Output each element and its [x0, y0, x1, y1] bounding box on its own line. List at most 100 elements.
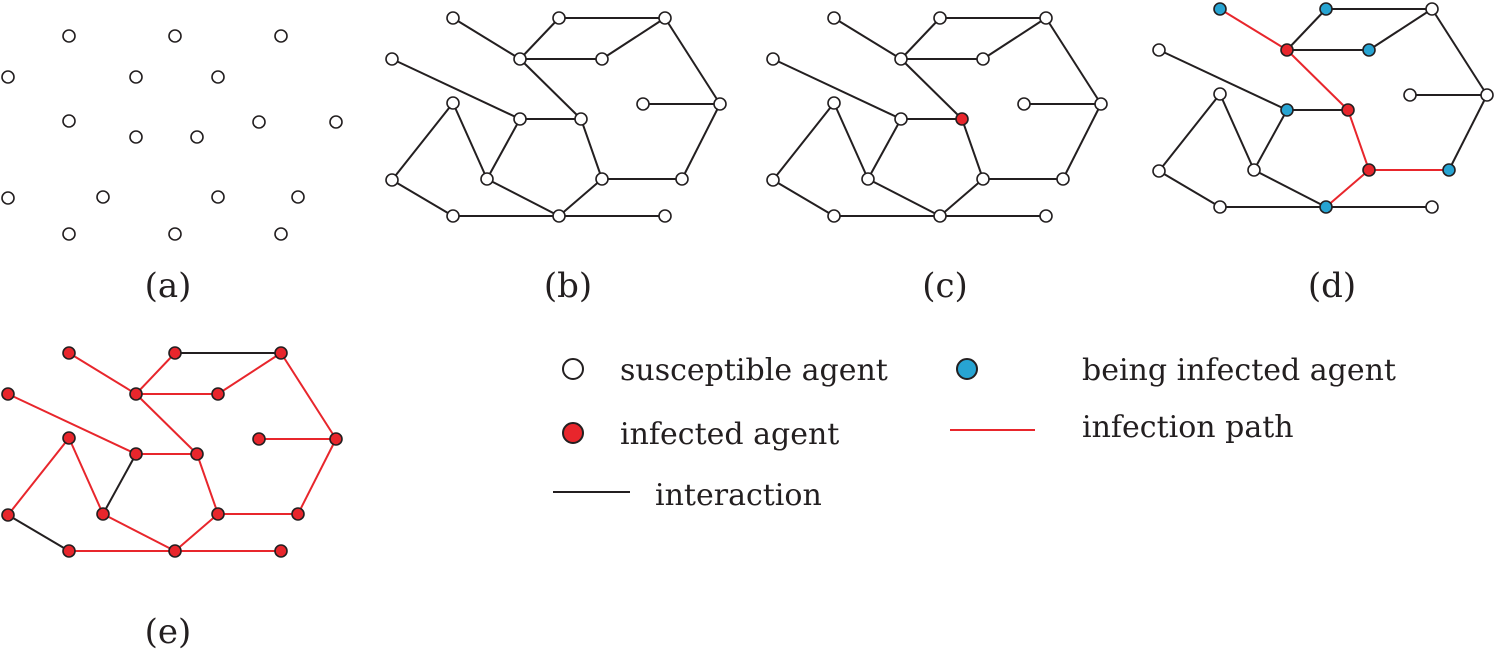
- infecting-agent-node-d-n6: [1362, 43, 1376, 57]
- infected-agent-node-e-n8: [129, 447, 143, 461]
- susceptible-agent-node-a-n1: [62, 29, 76, 43]
- susceptible-agent-node-b-n12: [385, 173, 399, 187]
- susceptible-agent-node-b-n8: [513, 112, 527, 126]
- legend-infected-marker: [562, 422, 584, 444]
- susceptible-agent-node-c-n8: [894, 112, 908, 126]
- infected-agent-node-e-n17: [168, 544, 182, 558]
- susceptible-agent-node-d-n16: [1213, 200, 1227, 214]
- infected-agent-node-d-n14: [1362, 163, 1376, 177]
- interaction-edge-b-n8-n13: [486, 118, 521, 180]
- legend-susceptible-marker: [562, 358, 584, 380]
- interaction-edge-c-n14-n17: [939, 178, 984, 217]
- panel-labels: (a) (b) (c) (d) (e): [145, 266, 1357, 652]
- interaction-edge-b-n5-n1: [452, 17, 521, 60]
- susceptible-agent-node-c-n17: [933, 209, 947, 223]
- infected-agent-node-e-n13: [96, 507, 110, 521]
- susceptible-agent-node-a-n11: [329, 115, 343, 129]
- susceptible-agent-node-b-n6: [595, 52, 609, 66]
- susceptible-agent-node-b-n7: [446, 96, 460, 110]
- susceptible-agent-node-c-n10: [1017, 97, 1031, 111]
- infection-path-edge-d-n5-n9: [1286, 49, 1349, 111]
- infected-agent-node-e-n11: [329, 432, 343, 446]
- legend-path-label: infection path: [1082, 410, 1294, 445]
- panels-layer: [1, 2, 1494, 558]
- infected-agent-node-e-n18: [274, 544, 288, 558]
- susceptible-agent-node-c-n15: [1056, 172, 1070, 186]
- infection-path-edge-e-n14-n17: [174, 513, 219, 552]
- infected-agent-node-e-n4: [1, 387, 15, 401]
- susceptible-agent-node-c-n7: [827, 96, 841, 110]
- panel-label-e: (e): [145, 612, 192, 652]
- panel-label-c: (c): [922, 266, 968, 306]
- interaction-edge-c-n8-n13: [867, 118, 902, 180]
- susceptible-agent-node-a-n7: [62, 114, 76, 128]
- susceptible-agent-node-a-n16: [62, 227, 76, 241]
- infected-agent-node-e-n15: [291, 507, 305, 521]
- susceptible-agent-node-a-n15: [291, 190, 305, 204]
- susceptible-agent-node-b-n3: [658, 11, 672, 25]
- susceptible-agent-node-c-n12: [766, 173, 780, 187]
- interaction-edge-c-n3-n11: [1045, 17, 1102, 105]
- susceptible-agent-node-c-n18: [1039, 209, 1053, 223]
- susceptible-agent-node-b-n4: [385, 52, 399, 66]
- susceptible-agent-node-c-n16: [827, 209, 841, 223]
- interaction-edge-c-n5-n1: [833, 17, 902, 60]
- interaction-edge-c-n6-n3: [982, 17, 1047, 60]
- interaction-edge-c-n15-n11: [1062, 103, 1102, 180]
- interaction-edge-c-n13-n17: [867, 178, 941, 217]
- interaction-edge-c-n12-n16: [772, 179, 835, 217]
- susceptible-agent-node-b-n17: [552, 209, 566, 223]
- susceptible-agent-node-a-n5: [129, 70, 143, 84]
- susceptible-agent-node-c-n11: [1094, 97, 1108, 111]
- susceptible-agent-node-c-n4: [766, 52, 780, 66]
- susceptible-agent-node-d-n11: [1480, 88, 1494, 102]
- infected-agent-node-e-n14: [211, 507, 225, 521]
- infected-agent-node-e-n12: [1, 508, 15, 522]
- susceptible-agent-node-b-n13: [480, 172, 494, 186]
- interaction-edge-d-n15-n11: [1448, 94, 1488, 171]
- infected-agent-node-e-n3: [274, 346, 288, 360]
- legend-susceptible-label: susceptible agent: [620, 353, 888, 388]
- infection-path-edge-e-n5-n9: [135, 393, 198, 455]
- infected-agent-node-e-n2: [168, 346, 182, 360]
- interaction-edge-d-n7-n13: [1219, 93, 1255, 171]
- interaction-edge-d-n8-n13: [1253, 109, 1288, 171]
- susceptible-agent-node-b-n10: [636, 97, 650, 111]
- interaction-edge-b-n7-n13: [452, 102, 488, 180]
- infecting-agent-node-d-n1: [1213, 2, 1227, 16]
- susceptible-agent-node-c-n6: [976, 52, 990, 66]
- interaction-edge-b-n6-n3: [601, 17, 666, 60]
- susceptible-agent-node-a-n17: [168, 227, 182, 241]
- interaction-edge-d-n7-n12: [1158, 93, 1221, 172]
- panel-label-d: (d): [1308, 266, 1356, 306]
- susceptible-agent-node-c-n14: [976, 172, 990, 186]
- interaction-edge-b-n3-n11: [664, 17, 721, 105]
- infection-path-edge-e-n7-n12: [7, 437, 70, 516]
- interaction-edge-b-n5-n9: [519, 58, 582, 120]
- susceptible-agent-node-d-n13: [1247, 163, 1261, 177]
- susceptible-agent-node-b-n18: [658, 209, 672, 223]
- susceptible-agent-node-b-n5: [513, 52, 527, 66]
- infecting-agent-node-d-n15: [1442, 163, 1456, 177]
- infected-agent-node-e-n16: [62, 544, 76, 558]
- susceptible-agent-node-d-n4: [1152, 43, 1166, 57]
- susceptible-agent-node-d-n18: [1425, 200, 1439, 214]
- infected-agent-node-e-n6: [211, 387, 225, 401]
- infection-path-edge-e-n6-n3: [217, 352, 282, 395]
- infected-agent-node-e-n10: [252, 432, 266, 446]
- legend-interaction-label: interaction: [655, 478, 822, 513]
- interaction-edge-e-n8-n13: [102, 453, 137, 515]
- interaction-edge-d-n6-n3: [1368, 8, 1433, 51]
- susceptible-agent-node-a-n9: [190, 130, 204, 144]
- infection-path-edge-e-n15-n11: [297, 438, 337, 515]
- susceptible-agent-node-a-n13: [96, 190, 110, 204]
- susceptible-agent-node-c-n3: [1039, 11, 1053, 25]
- interaction-edge-b-n13-n17: [486, 178, 560, 217]
- infection-path-edge-d-n9-n14: [1347, 109, 1370, 171]
- interaction-edge-b-n7-n12: [391, 102, 454, 181]
- susceptible-agent-node-b-n14: [595, 172, 609, 186]
- infecting-agent-node-d-n8: [1280, 103, 1294, 117]
- infection-path-edge-e-n9-n14: [196, 453, 219, 515]
- susceptible-agent-node-b-n9: [574, 112, 588, 126]
- interaction-edge-b-n9-n14: [580, 118, 603, 180]
